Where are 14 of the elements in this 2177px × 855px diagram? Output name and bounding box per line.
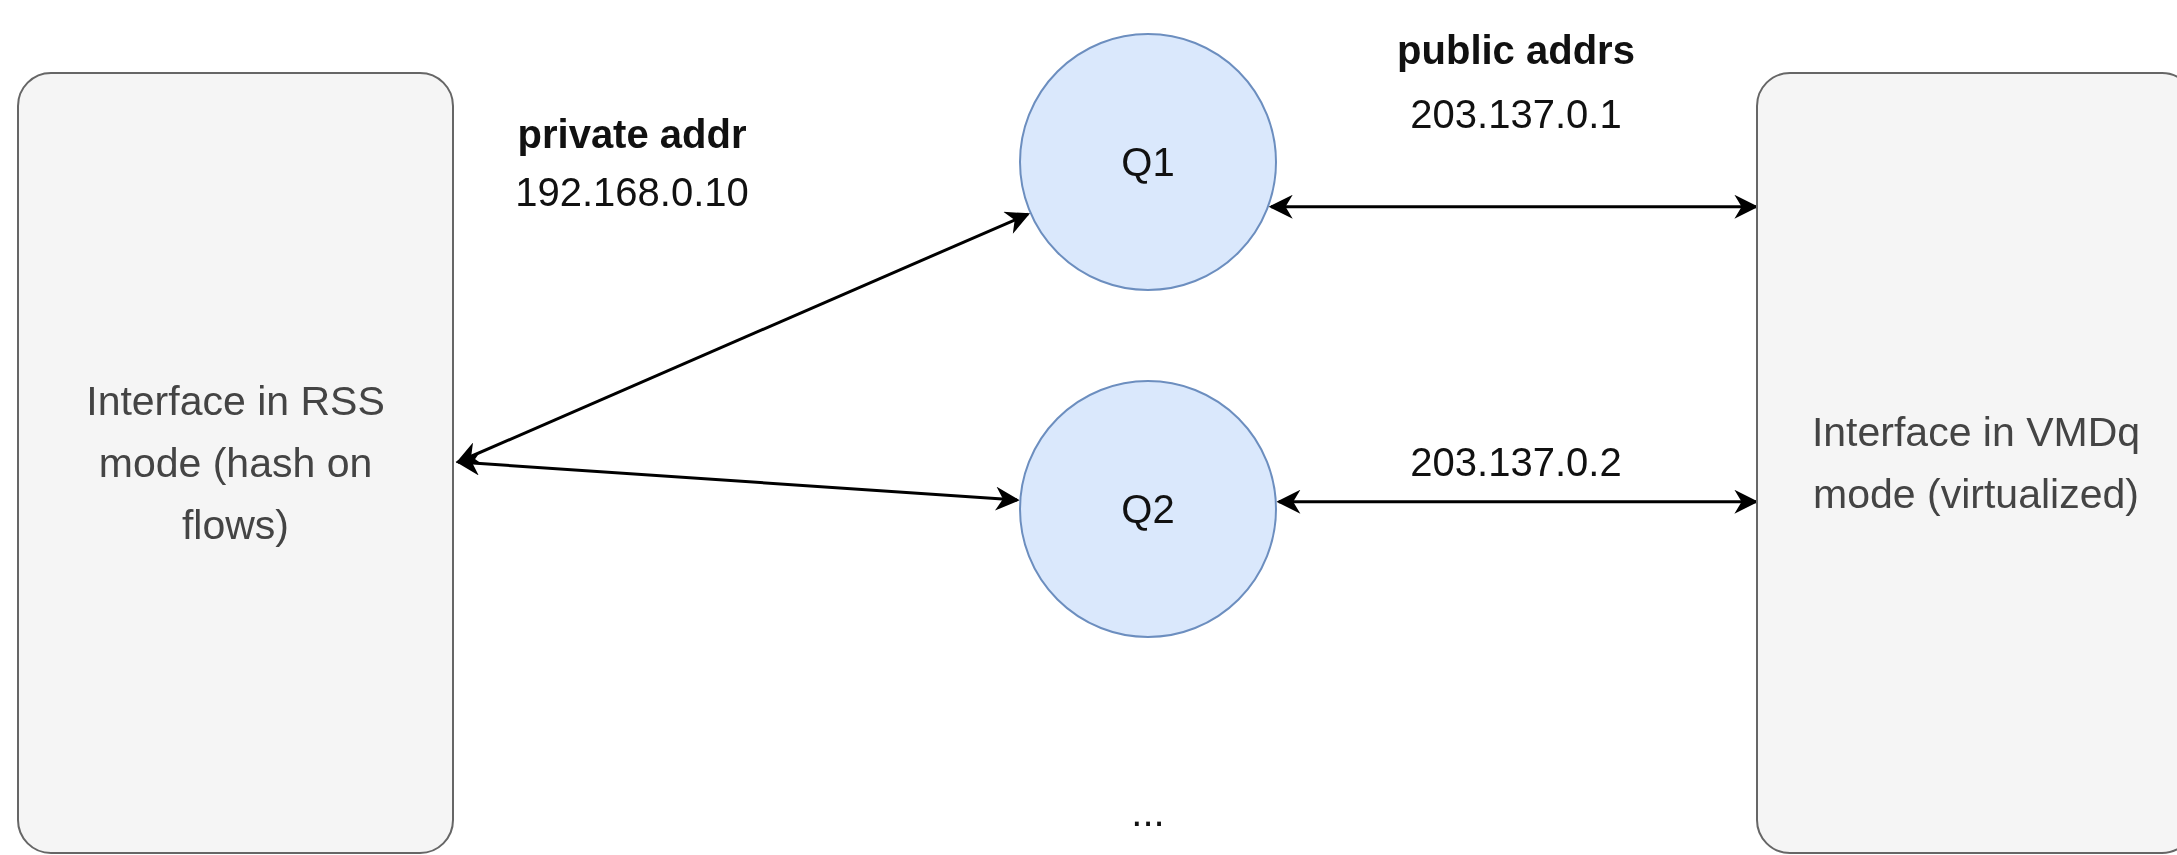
node-label: Interface in VMDq mode (virtualized) <box>1810 408 2142 519</box>
node-label: Q1 <box>1121 139 1175 186</box>
interface-box <box>17 72 454 854</box>
double-arrow <box>455 451 1020 511</box>
interface-box <box>1756 72 2177 854</box>
edge-label: 203.137.0.2 <box>1410 440 1622 485</box>
node-label: Q2 <box>1121 486 1175 533</box>
double-arrow <box>455 211 1031 465</box>
edge-label: 203.137.0.1 <box>1410 92 1622 137</box>
address-label: 192.168.0.10 <box>515 170 749 215</box>
node-label: Interface in RSS mode (hash on flows) <box>85 377 386 550</box>
address-label: ... <box>1131 790 1165 835</box>
heading-label: private addr <box>517 112 747 157</box>
heading-label: public addrs <box>1397 28 1635 73</box>
